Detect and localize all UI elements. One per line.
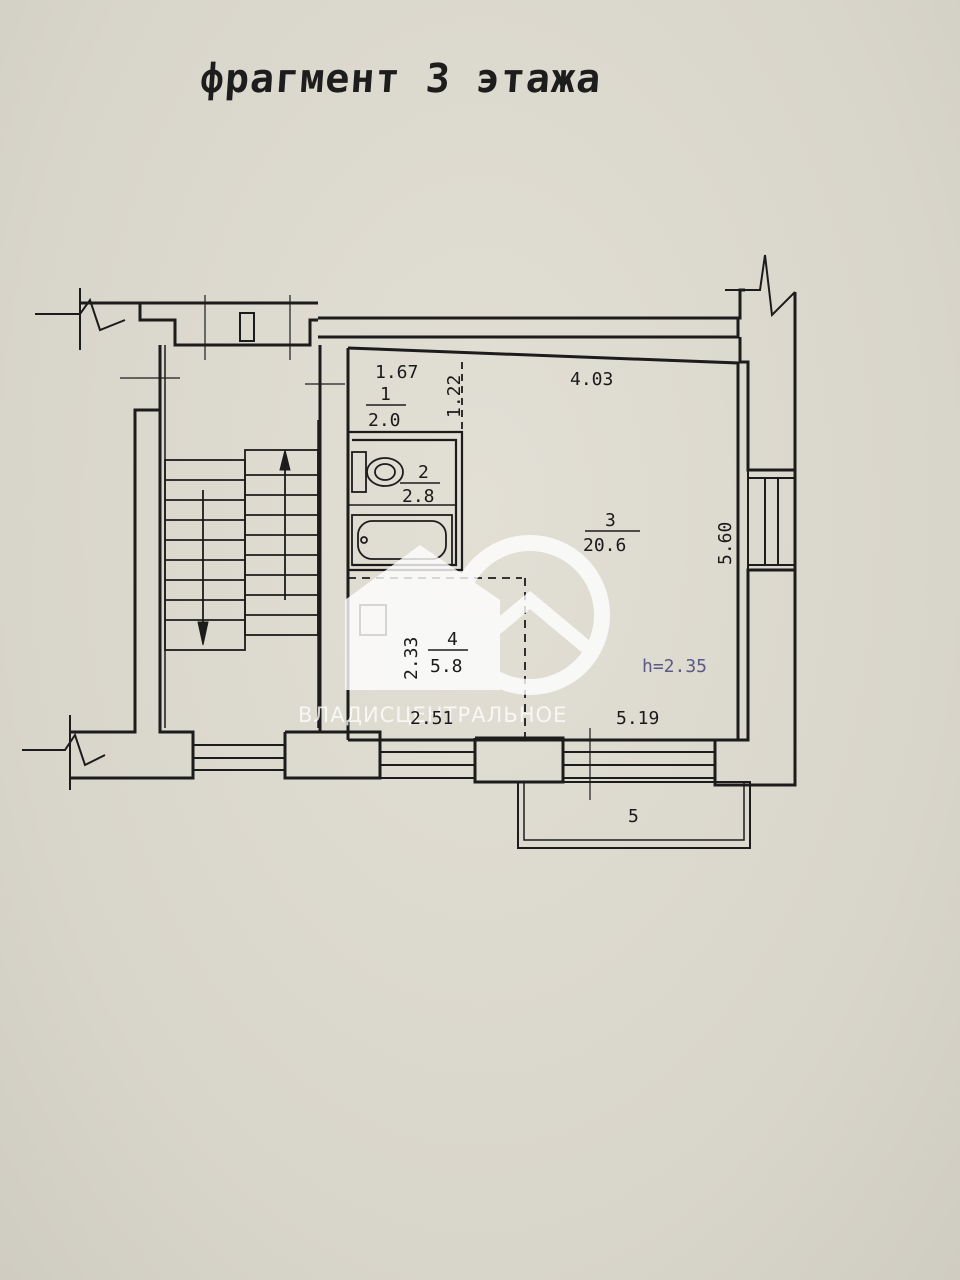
bottom-wall (70, 408, 195, 780)
watermark-logo (345, 535, 610, 695)
right-window (747, 470, 795, 570)
apartment-inner-wall (347, 346, 740, 740)
break-mark-bottom-left (22, 732, 106, 767)
room-3-area: 20.6 (583, 535, 626, 556)
break-mark-top-left (35, 297, 126, 332)
room-1-area: 2.0 (368, 410, 401, 431)
room-3-number: 3 (605, 510, 616, 531)
staircase (164, 449, 319, 651)
break-mark-top-right (725, 254, 796, 318)
dim-1-67: 1.67 (375, 362, 418, 383)
bottom-window-2 (380, 751, 475, 779)
balcony-door (563, 751, 715, 779)
dim-4-03: 4.03 (570, 369, 613, 390)
room-4-area: 5.8 (430, 656, 463, 677)
room-2-number: 2 (418, 462, 429, 483)
watermark-text: ВЛАДИСЦЕНТРАЛЬНОЕ (298, 703, 567, 727)
bottom-window-1 (193, 744, 285, 771)
dim-2-51: 2.51 (410, 708, 453, 729)
room-4-number: 4 (447, 629, 458, 650)
toilet (351, 451, 404, 493)
room-5-number: 5 (628, 806, 639, 827)
dim-2-33: 2.33 (401, 637, 422, 680)
stair-down-arrow (197, 621, 209, 646)
apartment-top-wall (318, 288, 745, 320)
dim-5-19: 5.19 (616, 708, 659, 729)
top-wall-left (80, 301, 318, 347)
stair-up-arrow (279, 449, 291, 471)
dim-5-60: 5.60 (715, 522, 736, 565)
watermark: ВЛАДИСЦЕНТРАЛЬНОЕ (298, 535, 610, 727)
stair-shaft (158, 312, 322, 732)
ceiling-height: h=2.35 (642, 656, 707, 677)
room-1-number: 1 (380, 384, 391, 405)
dim-1-22: 1.22 (444, 375, 465, 418)
room-2-area: 2.8 (402, 486, 435, 507)
